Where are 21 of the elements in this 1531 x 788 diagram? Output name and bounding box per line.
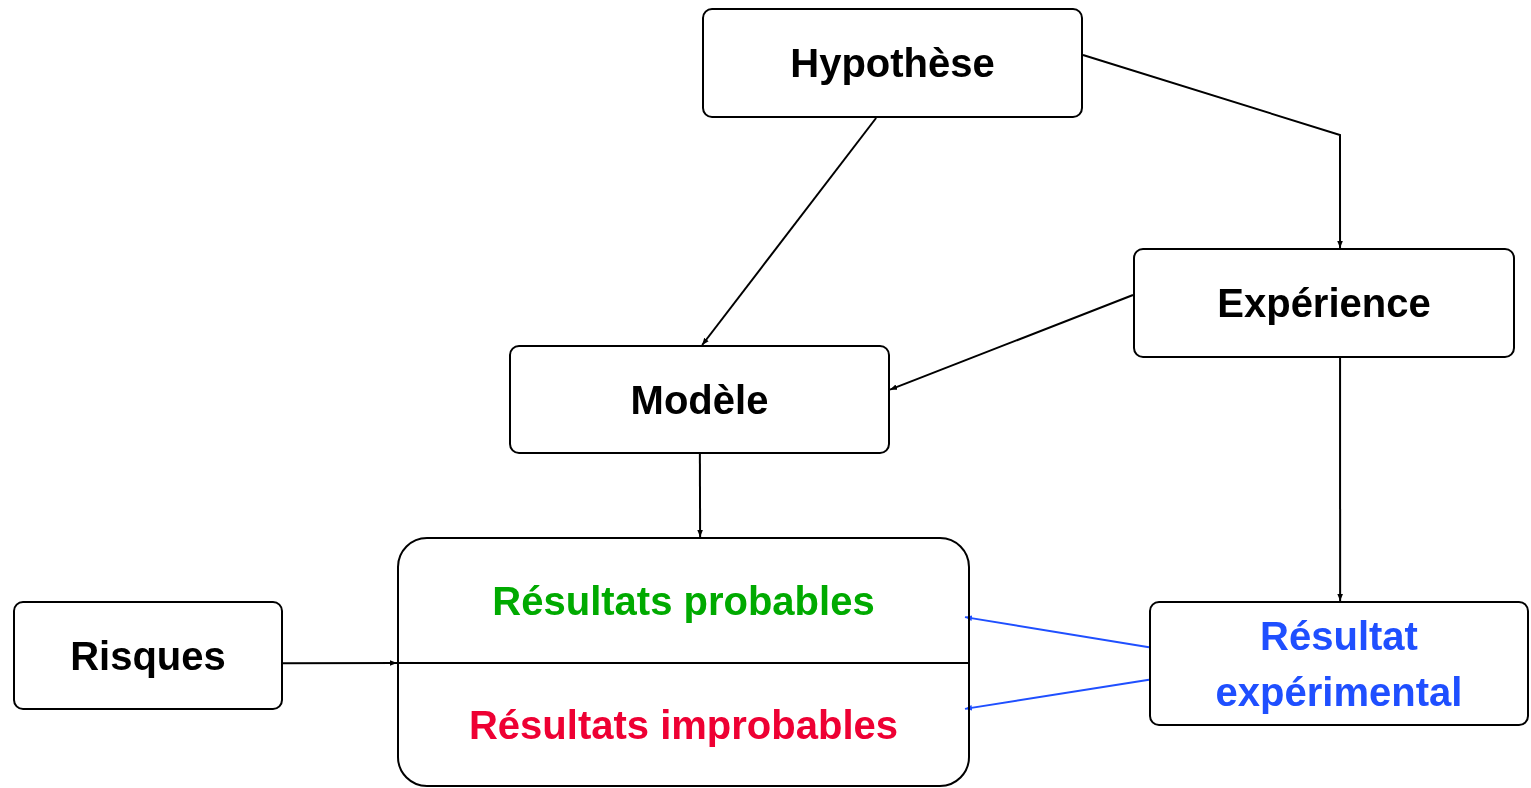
node-label: Risques — [69, 632, 227, 680]
node-label: Modèle — [629, 376, 770, 424]
arrow — [697, 453, 703, 538]
process-box — [13, 601, 283, 710]
arrow — [282, 660, 398, 666]
arrow — [1082, 53, 1343, 249]
process-box — [509, 345, 890, 454]
node-label: Résultat expérimental — [1214, 612, 1464, 716]
node-label: Expérience — [1216, 280, 1432, 327]
process-box — [702, 8, 1083, 118]
node-label: Résultats probables — [491, 577, 876, 625]
group-box — [397, 537, 970, 787]
node-label: Hypothèse — [789, 40, 996, 87]
process-box — [1149, 601, 1529, 726]
arrow — [1337, 357, 1343, 602]
arrow — [889, 293, 1134, 391]
node-label: Résultats improbables — [468, 701, 899, 749]
arrow — [964, 615, 1150, 649]
process-box — [1133, 248, 1515, 358]
arrow — [701, 117, 878, 346]
arrow — [964, 678, 1150, 711]
